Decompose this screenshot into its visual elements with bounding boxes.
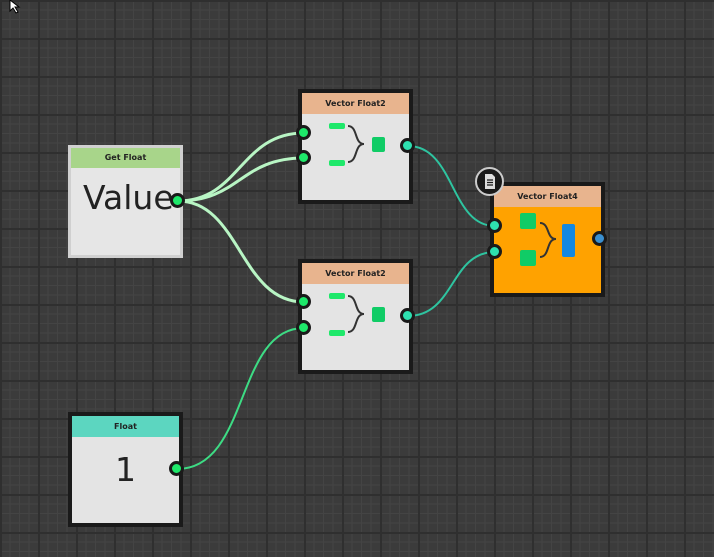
- input-x-icon: [329, 123, 345, 129]
- wire-value-to-vf2top-x: [176, 131, 306, 203]
- node-title: Vector Float4: [494, 186, 601, 207]
- get-float-node[interactable]: Get Float Value: [68, 145, 183, 258]
- node-title: Vector Float2: [302, 263, 409, 284]
- node-title: Float: [72, 416, 179, 437]
- float-node[interactable]: Float 1: [68, 412, 183, 527]
- merge-brace-icon: [347, 295, 365, 333]
- output-vector4-icon: [562, 224, 575, 257]
- vf4-input-xy-port[interactable]: [487, 218, 502, 233]
- node-title: Get Float: [71, 148, 180, 168]
- vf4-output-port[interactable]: [592, 231, 607, 246]
- vf2-bottom-input-y-port[interactable]: [296, 320, 311, 335]
- node-value: 1: [115, 450, 136, 489]
- vector-float4-node[interactable]: Vector Float4: [490, 182, 605, 297]
- vf2-bottom-output-port[interactable]: [400, 308, 415, 323]
- node-title: Vector Float2: [302, 93, 409, 114]
- wire-vf2top-to-vf4: [407, 145, 496, 227]
- mouse-cursor-icon: [9, 0, 21, 14]
- vf2-top-input-x-port[interactable]: [296, 125, 311, 140]
- vf4-input-zw-port[interactable]: [487, 244, 502, 259]
- wire-float-to-vf2bottom-y: [176, 327, 305, 470]
- input-y-icon: [329, 330, 345, 336]
- input-zw-icon: [520, 250, 536, 266]
- vector-float2-node-bottom[interactable]: Vector Float2: [298, 259, 413, 374]
- wire-vf2bottom-to-vf4: [407, 251, 496, 317]
- node-value: Value: [83, 178, 174, 217]
- float-output-port[interactable]: [169, 461, 184, 476]
- get-float-output-port[interactable]: [170, 193, 185, 208]
- wire-value-to-vf2top-y: [176, 156, 306, 203]
- output-vector-icon: [372, 137, 385, 152]
- merge-brace-icon: [347, 125, 365, 163]
- vf2-top-input-y-port[interactable]: [296, 150, 311, 165]
- document-icon[interactable]: [475, 167, 504, 196]
- wire-value-to-vf2bottom-x: [176, 199, 306, 304]
- vf2-bottom-input-x-port[interactable]: [296, 294, 311, 309]
- output-vector-icon: [372, 307, 385, 322]
- input-y-icon: [329, 160, 345, 166]
- input-x-icon: [329, 293, 345, 299]
- vector-float2-node-top[interactable]: Vector Float2: [298, 89, 413, 204]
- input-xy-icon: [520, 213, 536, 229]
- vf2-top-output-port[interactable]: [400, 138, 415, 153]
- merge-brace-icon: [539, 222, 557, 258]
